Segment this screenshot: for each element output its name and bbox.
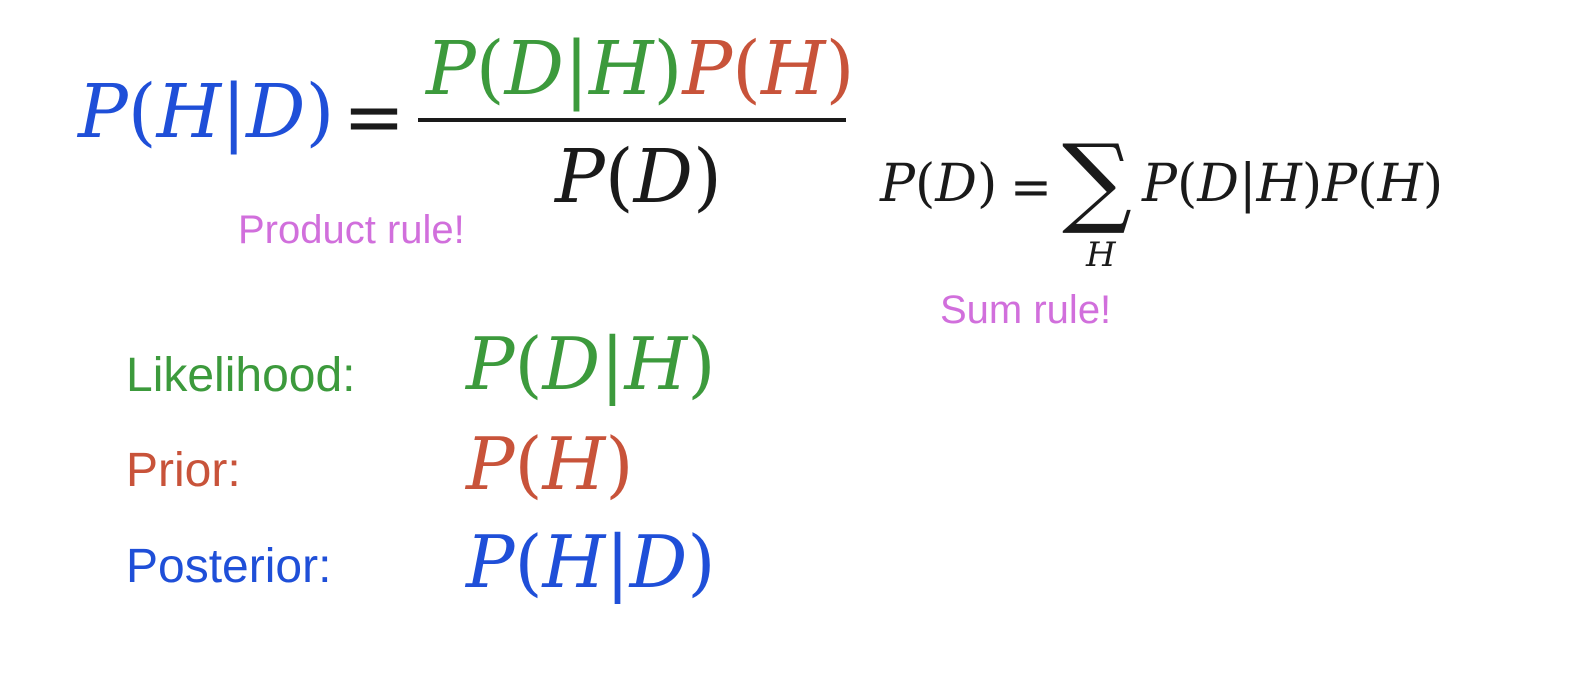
open-paren: ( — [514, 422, 543, 506]
symbol-h: H — [156, 69, 222, 155]
symbol-h: H — [1377, 154, 1423, 214]
symbol-p: P — [880, 154, 915, 214]
symbol-p: P — [1142, 154, 1177, 214]
posterior-label: Posterior: — [126, 540, 332, 593]
open-paren: ( — [514, 322, 543, 406]
open-paren: ( — [475, 26, 505, 112]
close-paren: ) — [1301, 154, 1323, 214]
open-paren: ( — [127, 69, 157, 155]
close-paren: ) — [1422, 154, 1444, 214]
given-bar: | — [605, 520, 630, 604]
given-bar: | — [1239, 154, 1257, 214]
numerator: P(D|H)P(H) — [426, 32, 854, 106]
symbol-h: H — [542, 422, 606, 506]
given-bar: | — [600, 322, 625, 406]
symbol-d: D — [633, 134, 694, 220]
open-paren: ( — [1177, 154, 1198, 214]
given-bar: | — [564, 26, 589, 112]
sum-rule-note: Sum rule! — [940, 288, 1112, 332]
symbol-d: D — [246, 69, 306, 155]
symbol-h: H — [624, 322, 688, 406]
close-paren: ) — [977, 154, 998, 214]
symbol-h: H — [542, 520, 606, 604]
open-paren: ( — [1357, 154, 1378, 214]
symbol-d: D — [629, 520, 688, 604]
close-paren: ) — [825, 26, 855, 112]
close-paren: ) — [305, 69, 335, 155]
close-paren: ) — [687, 520, 716, 604]
sum-rule-body: P(D|H)P(H) — [1142, 158, 1443, 210]
close-paren: ) — [687, 322, 716, 406]
symbol-d: D — [935, 154, 977, 214]
denominator-evidence: P(D) — [555, 140, 722, 214]
symbol-p: P — [555, 134, 605, 220]
product-rule-note: Product rule! — [238, 208, 465, 252]
symbol-p: P — [682, 26, 733, 112]
summation-sigma: ∑ — [1062, 124, 1132, 238]
prior-label: Prior: — [126, 444, 241, 497]
sum-rule-lhs: P(D) — [880, 158, 997, 210]
symbol-p: P — [1322, 154, 1358, 214]
symbol-p: P — [466, 520, 515, 604]
posterior-lhs: P(H|D) — [78, 75, 334, 149]
likelihood-expression: P(D|H) — [466, 328, 715, 400]
close-paren: ) — [605, 422, 634, 506]
close-paren: ) — [653, 26, 683, 112]
symbol-h: H — [1256, 154, 1302, 214]
symbol-p: P — [466, 422, 515, 506]
prior-expression: P(H) — [466, 428, 633, 500]
symbol-d: D — [542, 322, 601, 406]
symbol-h: H — [588, 26, 654, 112]
equals-sign: = — [343, 74, 406, 160]
summation-subscript: H — [1086, 235, 1116, 275]
numerator-prior: P(H) — [682, 26, 854, 112]
numerator-likelihood: P(D|H) — [426, 26, 682, 112]
symbol-p: P — [426, 26, 476, 112]
open-paren: ( — [514, 520, 543, 604]
likelihood-label: Likelihood: — [126, 349, 356, 402]
posterior-expression: P(H|D) — [466, 526, 715, 598]
open-paren: ( — [915, 154, 936, 214]
fraction-line — [418, 118, 846, 122]
sum-rule-equals: = — [1010, 158, 1052, 216]
open-paren: ( — [604, 134, 634, 220]
open-paren: ( — [732, 26, 762, 112]
close-paren: ) — [693, 134, 722, 220]
symbol-h: H — [761, 26, 826, 112]
symbol-p: P — [78, 69, 128, 155]
symbol-d: D — [504, 26, 565, 112]
given-bar: | — [221, 69, 247, 155]
symbol-p: P — [466, 322, 515, 406]
symbol-d: D — [1197, 154, 1239, 214]
